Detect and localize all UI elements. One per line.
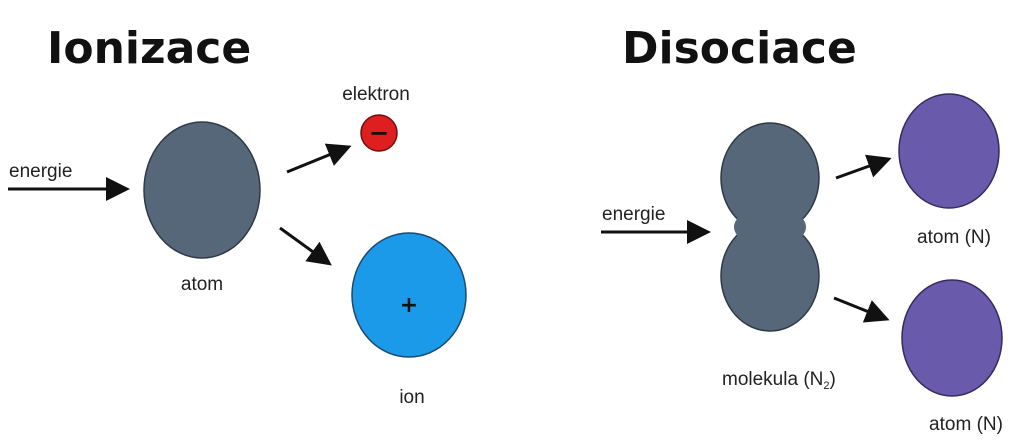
ion-plus-sign: + <box>400 293 418 318</box>
atom-label: atom <box>181 274 223 295</box>
dissociation-energy-label: energie <box>602 204 665 225</box>
dissociation-title: Disociace <box>622 23 857 74</box>
electron-arrow <box>286 143 352 174</box>
molecule-n2 <box>720 122 820 332</box>
ion-label: ion <box>399 387 424 408</box>
top-atom-arrow <box>835 154 892 180</box>
ionization-title: Ionizace <box>47 23 251 74</box>
electron-minus-sign: − <box>369 119 389 147</box>
electron-circle <box>360 114 398 152</box>
ionization-energy-label: energie <box>9 161 72 182</box>
bottom-atom-arrow <box>833 296 890 323</box>
molecule-label: molekula (N2) <box>722 369 836 392</box>
dissociated-atom-bottom <box>901 279 1003 397</box>
atom-circle <box>143 121 261 259</box>
ionization-section: Ionizace energie atom elektron − + ion <box>8 23 467 408</box>
ion-circle <box>351 232 467 358</box>
dissociation-section: Disociace energie molekula (N2) atom (N)… <box>601 23 1003 435</box>
dissociated-atom-bottom-label: atom (N) <box>929 414 1003 435</box>
electron-label: elektron <box>342 84 410 105</box>
dissociated-atom-top <box>898 93 1000 209</box>
ion-arrow <box>279 226 332 266</box>
molecule-bond <box>734 207 806 247</box>
dissociated-atom-top-label: atom (N) <box>917 227 991 248</box>
